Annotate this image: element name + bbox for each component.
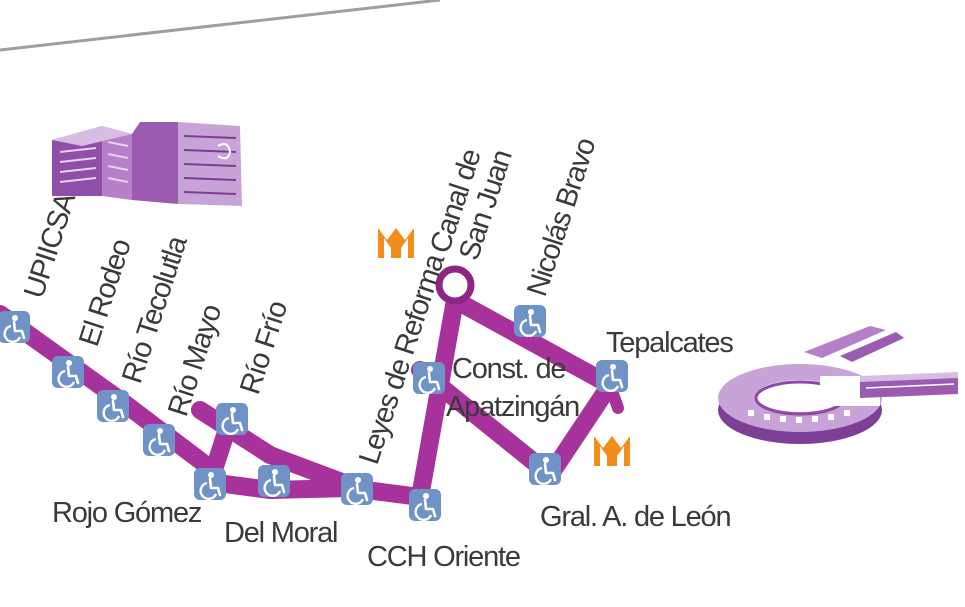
metro-logo-icon bbox=[594, 436, 630, 466]
station-label-rojo-gomez: Rojo Gómez bbox=[52, 497, 202, 529]
station-label-rio-mayo: Río Mayo bbox=[162, 301, 228, 420]
station-label-del-moral: Del Moral bbox=[224, 517, 337, 549]
stop-el-rodeo-wheelchair-icon[interactable] bbox=[50, 354, 86, 390]
stop-const-apatzingan-wheelchair-icon[interactable] bbox=[411, 360, 447, 396]
upiicsa-building-icon bbox=[52, 122, 242, 206]
stop-tepalcates-wheelchair-icon[interactable] bbox=[594, 358, 630, 394]
stop-cch-oriente-wheelchair-icon[interactable] bbox=[407, 487, 443, 523]
station-label-rio-frio: Río Frío bbox=[234, 298, 294, 398]
stop-rio-frio-wheelchair-icon[interactable] bbox=[214, 401, 250, 437]
station-label-upiicsa: UPIICSA bbox=[18, 188, 82, 302]
stop-upiicsa-wheelchair-icon[interactable] bbox=[0, 309, 32, 345]
stop-rio-tecolutla-wheelchair-icon[interactable] bbox=[95, 388, 131, 424]
station-label-const-apatzingan-1: Const. de bbox=[452, 353, 565, 385]
stop-nicolas-bravo-wheelchair-icon[interactable] bbox=[512, 303, 548, 339]
station-label-tepalcates: Tepalcates bbox=[606, 327, 733, 359]
station-label-nicolas-bravo: Nicolás Bravo bbox=[521, 135, 602, 300]
station-label-gral-a-de-leon: Gral. A. de León bbox=[540, 501, 730, 533]
stop-leyes-de-reforma-wheelchair-icon[interactable] bbox=[339, 471, 375, 507]
stop-rojo-gomez-wheelchair-icon[interactable] bbox=[192, 466, 228, 502]
stop-rio-mayo-wheelchair-icon[interactable] bbox=[141, 422, 177, 458]
station-label-cch-oriente: CCH Oriente bbox=[367, 541, 520, 573]
stop-gral-a-de-leon-wheelchair-icon[interactable] bbox=[527, 451, 563, 487]
stop-del-moral-wheelchair-icon[interactable] bbox=[256, 463, 292, 499]
metro-logo-icon bbox=[378, 228, 414, 258]
station-label-const-apatzingan-2: Apatzingán bbox=[446, 391, 579, 423]
terminal-ring-icon[interactable] bbox=[435, 265, 475, 305]
station-label-el-rodeo: El Rodeo bbox=[73, 236, 137, 350]
top-divider-line bbox=[0, 0, 441, 52]
tepalcates-depot-icon bbox=[718, 326, 958, 444]
